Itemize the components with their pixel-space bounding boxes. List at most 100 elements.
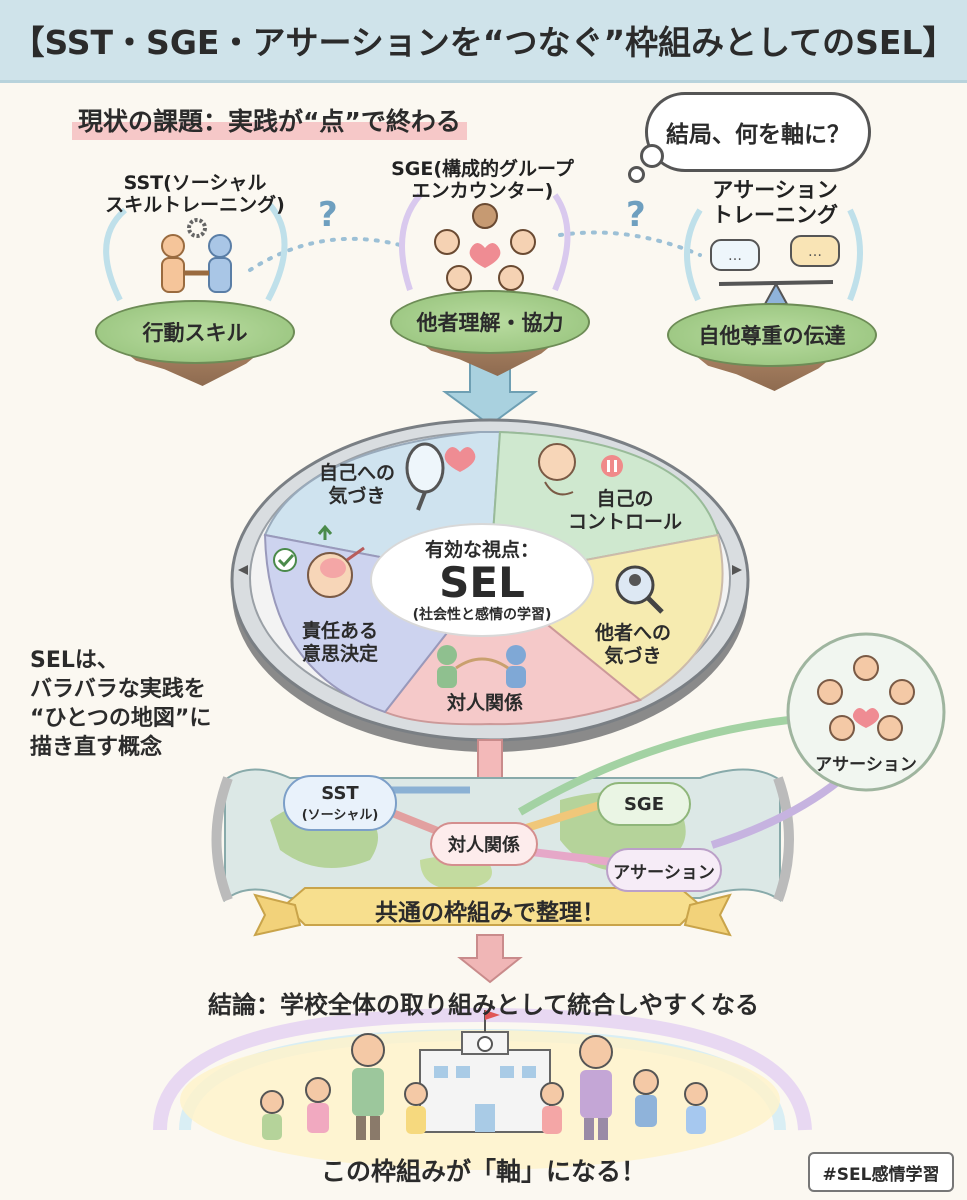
island-sge: 他者理解・協力 — [390, 290, 590, 354]
brain-head-icon — [307, 552, 353, 598]
magnifier-icon — [615, 565, 664, 614]
island-arc-right — [684, 208, 703, 302]
island-assertion-label: 自他尊重の伝達 — [698, 324, 846, 348]
map-assertion: アサーション — [613, 862, 715, 883]
calm-face-icon — [538, 443, 576, 496]
sel-center-heading: 有効な視点： — [424, 539, 539, 561]
island-sge-title-line2: エンカウンター) — [411, 180, 554, 203]
seg5-line1: 責任ある — [301, 620, 378, 642]
island-assertion-title: アサーション トレーニング — [680, 178, 870, 228]
island-sge-label: 他者理解・協力 — [416, 311, 564, 335]
hashtag-badge: #SEL感情学習 — [808, 1152, 954, 1192]
island-sge-title-line1: SGE(構成的グループ — [391, 158, 574, 180]
hashtag-text: #SEL感情学習 — [822, 1164, 940, 1185]
school-building-icon — [419, 1010, 551, 1133]
mirror-icon — [405, 442, 445, 511]
left-note-line3: “ひとつの地図”に — [30, 706, 212, 732]
segment-decision-label: 責任ある 意思決定 — [290, 620, 390, 666]
speech-balance-icon: … … — [710, 235, 840, 305]
segment-self-control-label: 自己の コントロール — [560, 488, 690, 534]
island-arc-mid-r — [552, 193, 571, 292]
island-sst: 行動スキル — [95, 300, 295, 364]
people-ring-icon — [817, 655, 915, 741]
question-mark-right: ? — [626, 195, 646, 235]
page-title: 【SST・SGE・アサーションを“つなぐ”枠組みとしてのSEL】 — [11, 23, 956, 62]
rim-tick-right — [732, 565, 742, 575]
scroll-curl-left — [211, 776, 233, 902]
down-arrow-bottom — [457, 934, 523, 984]
arrow-from-circle-green — [517, 714, 811, 816]
island-sst-label: 行動スキル — [142, 321, 248, 345]
arrow-right-icon — [346, 546, 365, 562]
map-arrow-assert — [531, 848, 613, 866]
left-note-line4: 描き直す概念 — [30, 735, 163, 761]
banner-tail-left — [253, 893, 302, 937]
segment-social-awareness-label: 他者への 気づき — [583, 622, 683, 668]
seg2-line2: コントロール — [567, 510, 682, 533]
conclusion-text: 結論：学校全体の取り組みとして統合しやすくなる — [207, 991, 760, 1019]
dotted-connector-right — [558, 230, 702, 257]
up-arrow-icon — [317, 524, 333, 540]
map-sge: SGE — [623, 793, 665, 815]
island-assertion-title-line2: トレーニング — [712, 202, 838, 227]
seg5-line2: 意思決定 — [301, 642, 378, 665]
question-mark-left: ? — [318, 195, 338, 235]
banner-text: 共通の枠組みで整理！ — [375, 900, 605, 926]
island-sst-title-line1: SST(ソーシャル — [123, 172, 267, 194]
map-center: 対人関係 — [448, 835, 520, 856]
rainbow-outer — [153, 1007, 812, 1131]
scroll-curl-right — [773, 776, 794, 902]
sel-center: 有効な視点： SEL (社会性と感情の学習) — [370, 523, 594, 637]
svg-text:…: … — [728, 248, 742, 264]
banner-tail-right — [683, 893, 732, 937]
island-arc-mid — [399, 193, 423, 291]
teacher-right-icon — [579, 1035, 613, 1140]
sel-center-main: SEL — [439, 558, 525, 607]
map-arrow-sge — [518, 801, 602, 834]
map-pill-assertion: アサーション — [606, 848, 722, 892]
segment-self-awareness-label: 自己への 気づき — [312, 462, 402, 508]
left-note-line1: SELは、 — [30, 648, 119, 673]
map-sst-main: SST — [321, 783, 359, 804]
handshake-people-icon — [161, 218, 232, 293]
seg4-line1: 対人関係 — [446, 692, 523, 714]
island-arc-right-r — [847, 208, 863, 302]
heart-icon — [444, 447, 476, 472]
left-note: SELは、 バラバラな実践を “ひとつの地図”に 描き直す概念 — [30, 646, 211, 762]
rim-tick-left — [238, 565, 248, 575]
map-sst-sub: (ソーシャル) — [301, 808, 379, 823]
island-sge-title: SGE(構成的グループ エンカウンター) — [380, 158, 585, 203]
arrow-from-circle-purple — [710, 776, 843, 849]
check-icon — [273, 548, 297, 572]
thought-puff-large — [640, 144, 664, 168]
seg1-line1: 自己への — [318, 462, 395, 484]
island-arc-left — [103, 207, 128, 302]
children-icon — [260, 1069, 708, 1140]
left-note-line2: バラバラな実践を — [30, 677, 206, 703]
island-arc-left-r — [265, 203, 288, 302]
assertion-circle-label: アサーション — [815, 755, 917, 775]
group-faces-icon — [434, 203, 536, 291]
dotted-connector-left — [248, 236, 402, 272]
teacher-left-icon — [351, 1033, 385, 1140]
title-bar: 【SST・SGE・アサーションを“つなぐ”枠組みとしてのSEL】 — [0, 0, 967, 83]
seg3-line1: 他者への — [594, 622, 671, 644]
thought-bubble-text: 結局、何を軸に？ — [666, 122, 850, 148]
issue-heading: 現状の課題：実践が“点”で終わる — [72, 100, 467, 140]
island-assertion: 自他尊重の伝達 — [667, 303, 877, 367]
two-people-icon — [437, 645, 526, 688]
seg3-line2: 気づき — [604, 644, 662, 667]
sel-center-sub: (社会性と感情の学習) — [412, 607, 552, 623]
island-assertion-title-line1: アサーション — [712, 178, 838, 202]
map-pill-sge: SGE — [597, 782, 691, 826]
pause-icon — [601, 455, 623, 477]
footer-text: この枠組みが「軸」になる！ — [320, 1157, 646, 1186]
segment-relationship-label: 対人関係 — [430, 692, 540, 715]
thought-puff-small — [628, 166, 645, 183]
island-sst-title: SST(ソーシャル スキルトレーニング) — [100, 172, 290, 217]
thought-bubble: 結局、何を軸に？ — [645, 92, 871, 172]
seg2-line1: 自己の — [596, 488, 654, 510]
seg1-line2: 気づき — [328, 484, 386, 507]
map-pill-center: 対人関係 — [430, 822, 538, 866]
map-pill-sst: SST (ソーシャル) — [283, 775, 397, 831]
